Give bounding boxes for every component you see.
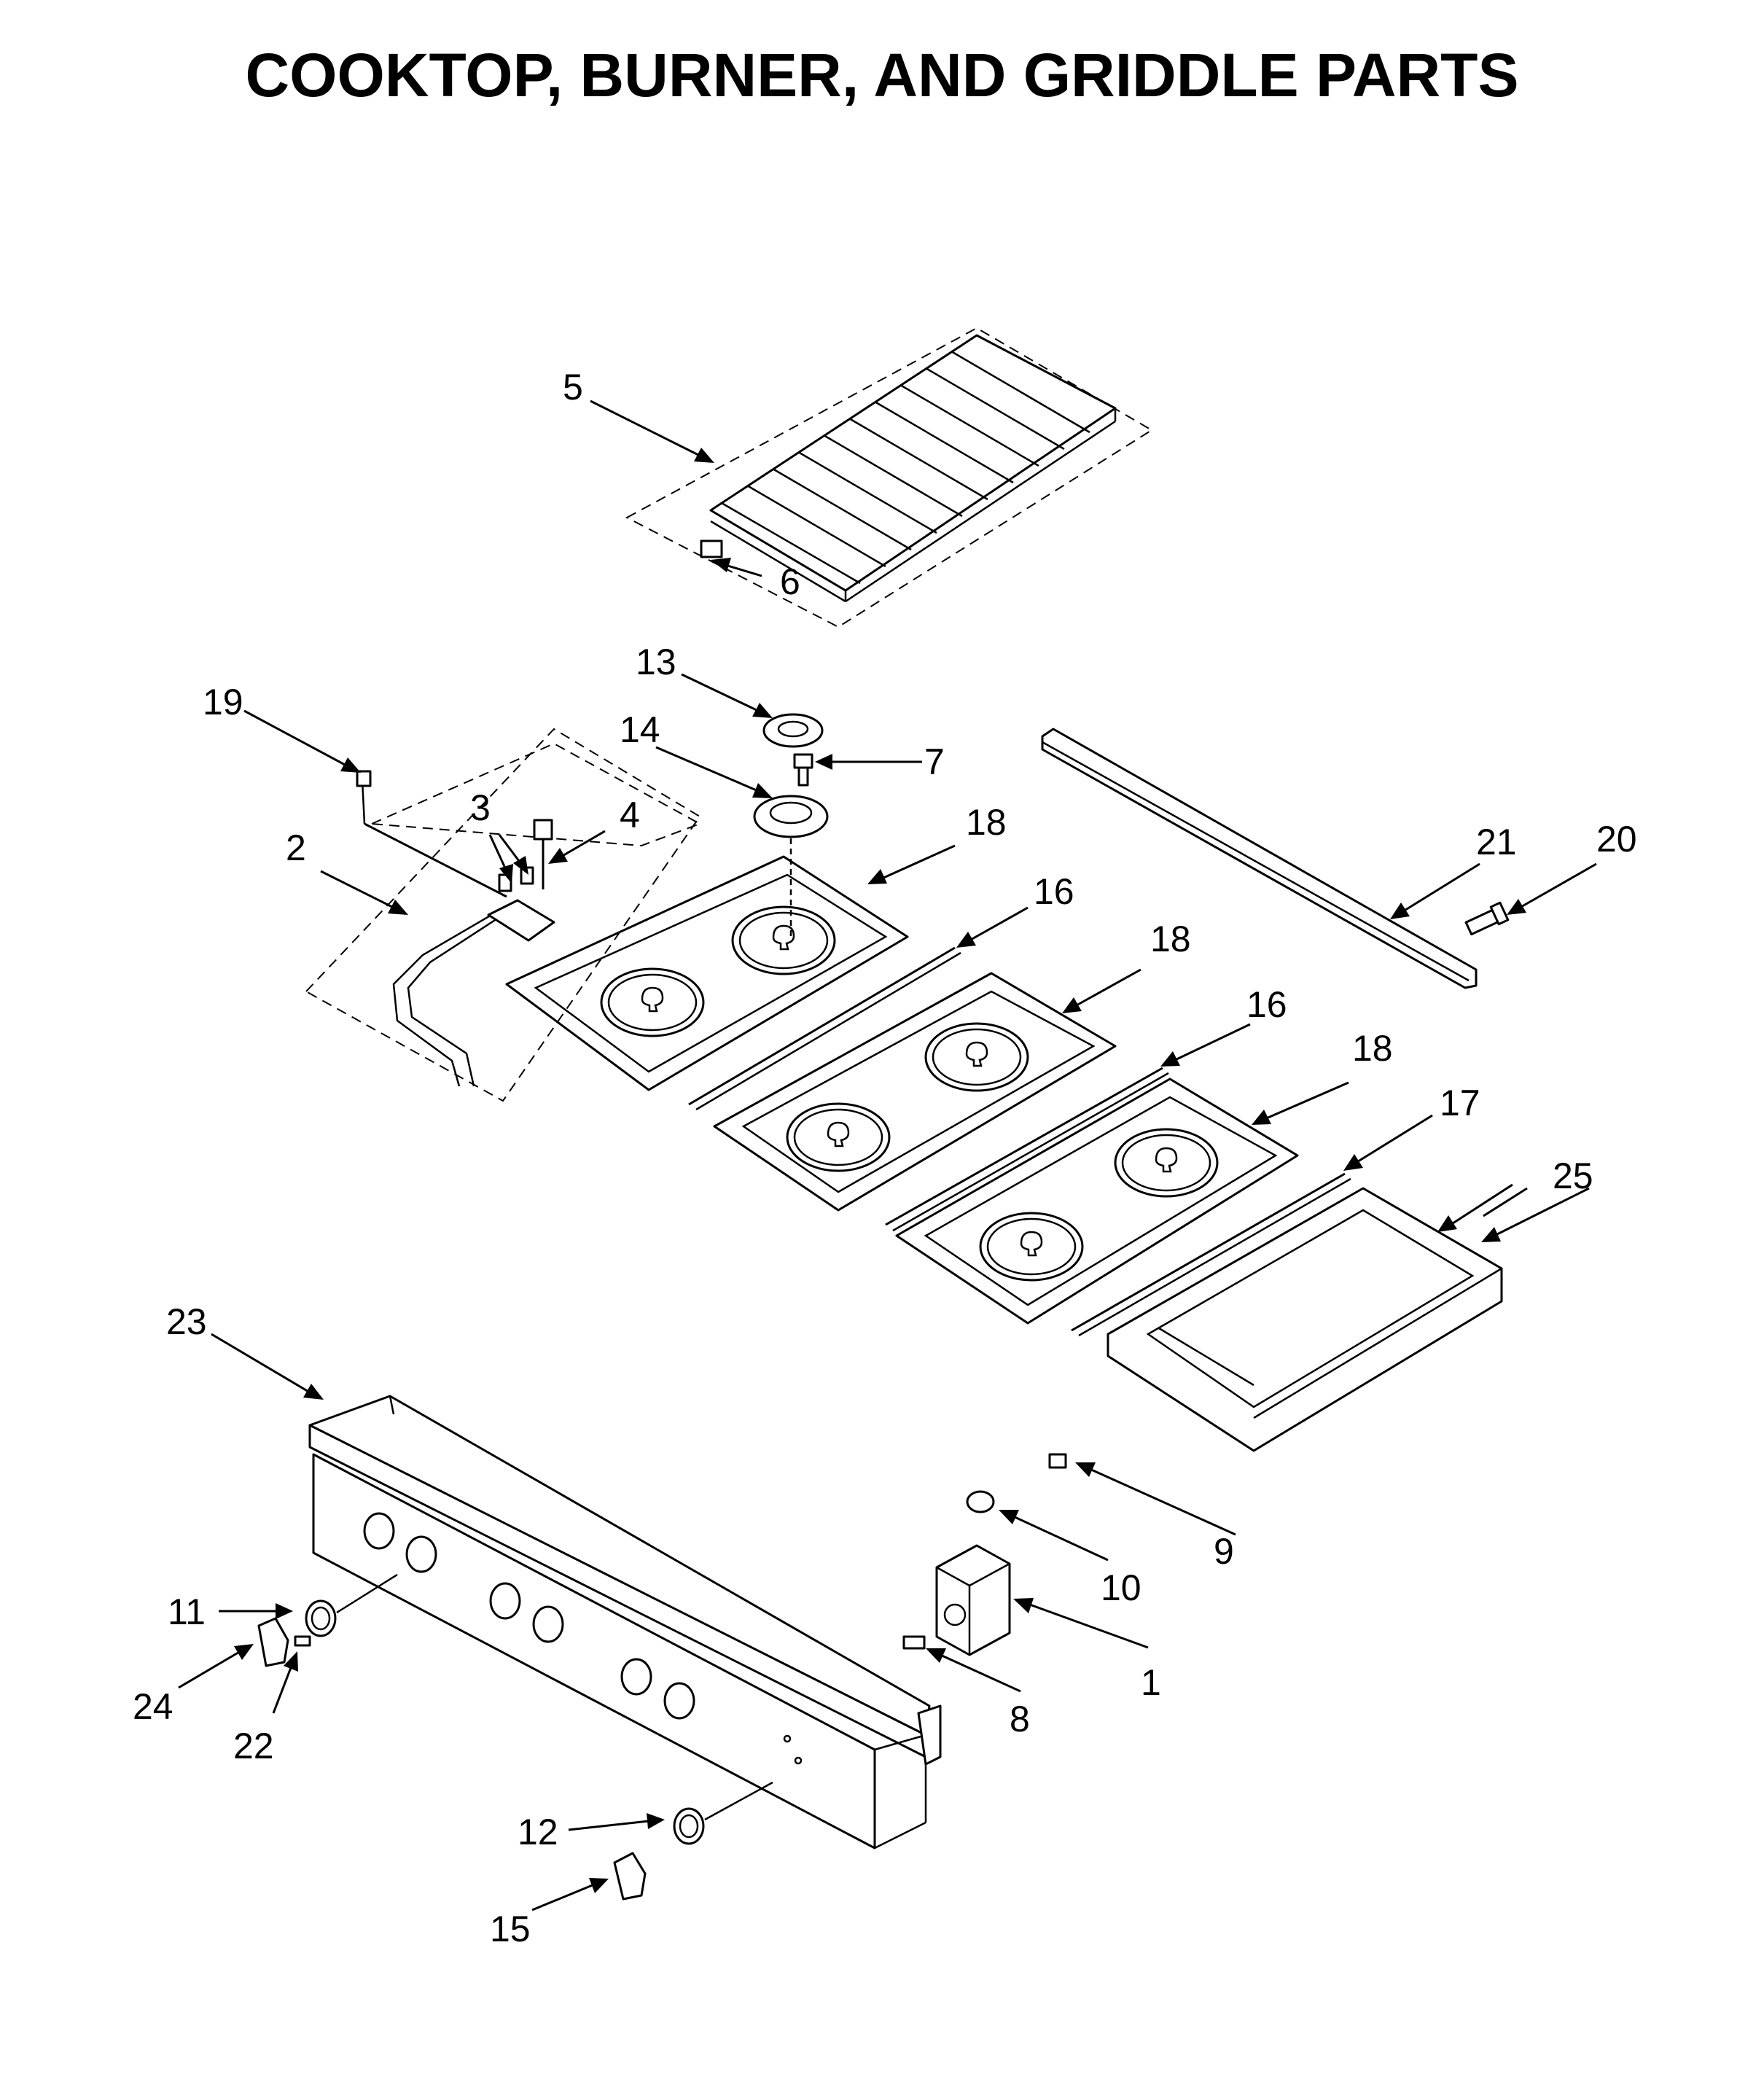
callout-8: 8 xyxy=(1010,1699,1030,1739)
bezel-part-11 xyxy=(305,1573,398,1637)
page-title: COOKTOP, BURNER, AND GRIDDLE PARTS xyxy=(245,41,1519,109)
screw-part-22 xyxy=(294,1635,311,1647)
callout-24: 24 xyxy=(133,1686,173,1727)
callout-13: 13 xyxy=(636,642,676,682)
seal-strip-part-17 xyxy=(1071,1172,1351,1337)
burner-base-part-14 xyxy=(753,795,829,940)
callout-18c: 18 xyxy=(1352,1028,1393,1069)
callout-15: 15 xyxy=(490,1909,531,1949)
leader-lines xyxy=(178,399,1597,1911)
callout-labels: 5 6 13 14 7 19 3 4 2 18 16 18 16 18 17 2… xyxy=(133,367,1637,1949)
callout-17: 17 xyxy=(1440,1083,1480,1123)
clip-part-9 xyxy=(1048,1453,1067,1469)
callout-18a: 18 xyxy=(966,802,1007,843)
seal-strip-part-16b xyxy=(885,1067,1169,1232)
screw-part-7 xyxy=(793,753,813,787)
callout-5: 5 xyxy=(563,367,583,408)
callout-20: 20 xyxy=(1596,819,1637,860)
screw-part-20 xyxy=(1464,901,1510,936)
callout-7: 7 xyxy=(924,741,945,782)
callout-10: 10 xyxy=(1101,1567,1141,1608)
callout-14: 14 xyxy=(620,709,660,750)
callout-21: 21 xyxy=(1476,822,1517,862)
igniter-part-4 xyxy=(533,819,553,889)
callout-6: 6 xyxy=(780,561,800,602)
control-panel-part-23 xyxy=(308,1395,942,1850)
callout-25: 25 xyxy=(1553,1155,1593,1196)
callout-11: 11 xyxy=(168,1591,206,1632)
callout-2: 2 xyxy=(286,827,306,868)
knob-part-24 xyxy=(257,1617,289,1667)
switch-part-1 xyxy=(935,1544,1011,1656)
callout-3: 3 xyxy=(470,787,491,828)
callout-16a: 16 xyxy=(1034,871,1074,912)
trim-strip-part-21 xyxy=(1041,728,1478,989)
rod-part-19 xyxy=(356,770,507,898)
callout-19: 19 xyxy=(203,682,243,722)
knob-part-15 xyxy=(613,1852,647,1901)
seal-strip-part-16a xyxy=(688,946,961,1111)
callout-1: 1 xyxy=(1141,1662,1161,1703)
grate-part-5 xyxy=(625,327,1153,628)
grate-foot-part-6 xyxy=(700,539,723,558)
manifold-part-2 xyxy=(305,728,702,1102)
burner-tray-part-18a xyxy=(505,855,909,1091)
burner-tray-part-18c xyxy=(895,1077,1299,1325)
bezel-part-12 xyxy=(673,1781,773,1845)
callout-23: 23 xyxy=(166,1301,207,1342)
callout-4: 4 xyxy=(620,795,640,835)
griddle-part-25 xyxy=(1107,1187,1503,1452)
button-part-10 xyxy=(966,1490,995,1513)
burner-cap-part-13 xyxy=(762,713,824,748)
burner-tray-part-18b xyxy=(713,972,1117,1212)
callout-12: 12 xyxy=(518,1812,558,1852)
screw-part-8 xyxy=(902,1635,926,1650)
callout-22: 22 xyxy=(233,1726,274,1766)
callout-18b: 18 xyxy=(1150,919,1191,959)
callout-16b: 16 xyxy=(1246,984,1287,1025)
callout-9: 9 xyxy=(1214,1531,1234,1572)
